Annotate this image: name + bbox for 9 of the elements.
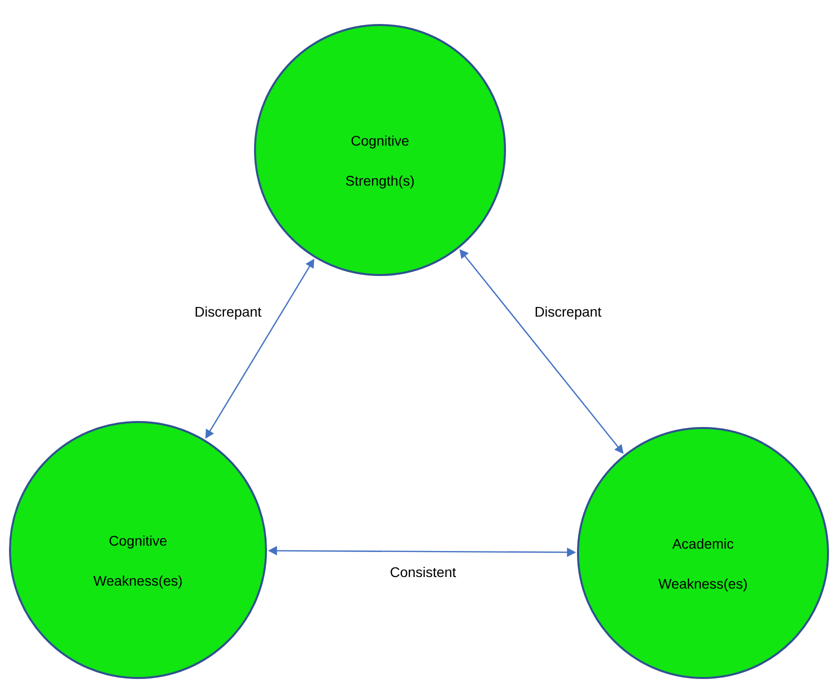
node-text: Cognitive Weakness(es) (93, 535, 182, 589)
circle-node (577, 427, 829, 679)
circle-node (254, 24, 506, 276)
node-text: Cognitive Strength(s) (346, 135, 414, 189)
node-text: Academic Weakness(es) (658, 538, 747, 592)
edge-label: Consistent (390, 566, 456, 578)
edge-label: Discrepant (196, 306, 262, 320)
circle-node (9, 421, 267, 679)
edge-label: Discrepant (536, 306, 602, 320)
